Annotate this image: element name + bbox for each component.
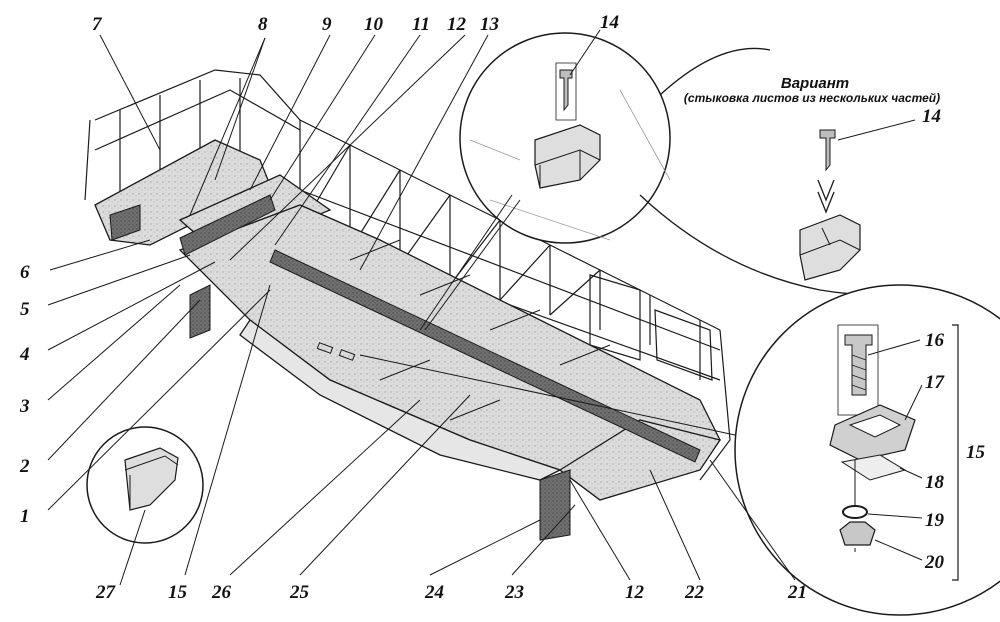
callout-24: 24 bbox=[424, 582, 444, 603]
variant-bolt bbox=[799, 129, 861, 281]
split-block-icon bbox=[799, 214, 861, 281]
callout-23: 23 bbox=[504, 582, 524, 603]
bolt-icon bbox=[819, 129, 836, 172]
nut-icon bbox=[839, 521, 876, 546]
callout-14-detail: 14 bbox=[600, 12, 619, 33]
callout-17: 17 bbox=[925, 372, 946, 393]
center-aisle bbox=[109, 194, 701, 541]
callout-13: 13 bbox=[480, 14, 499, 35]
callout-20: 20 bbox=[924, 552, 945, 573]
floor-block-icon bbox=[534, 124, 601, 189]
callout-12-bottom: 12 bbox=[625, 582, 645, 603]
leader-lines bbox=[47, 29, 923, 586]
callout-11: 11 bbox=[412, 14, 430, 35]
callout-5: 5 bbox=[20, 299, 30, 320]
callout-7: 7 bbox=[92, 14, 103, 35]
variant-title: Вариант bbox=[781, 75, 849, 92]
callout-27: 27 bbox=[95, 582, 117, 603]
callout-15-floor: 15 bbox=[168, 582, 188, 603]
callout-3: 3 bbox=[19, 396, 30, 417]
callout-6: 6 bbox=[20, 262, 30, 283]
front-step-panel bbox=[539, 469, 571, 541]
washer-icon bbox=[842, 505, 868, 519]
callout-15-detail: 15 bbox=[966, 442, 986, 463]
rear-bracket bbox=[189, 284, 211, 339]
callout-22: 22 bbox=[684, 582, 705, 603]
callout-12-top: 12 bbox=[447, 14, 467, 35]
callout-9: 9 bbox=[322, 14, 332, 35]
callout-numbers: 7 8 9 10 11 12 13 14 14 6 5 4 3 2 1 27 1… bbox=[19, 12, 986, 603]
callout-8: 8 bbox=[258, 14, 268, 35]
callout-4: 4 bbox=[19, 344, 30, 365]
variant-subtitle: (стыковка листов из нескольких частей) bbox=[684, 91, 940, 105]
callout-19: 19 bbox=[925, 510, 945, 531]
callout-2: 2 bbox=[19, 456, 30, 477]
callout-25: 25 bbox=[289, 582, 310, 603]
callout-18: 18 bbox=[925, 472, 945, 493]
callout-26: 26 bbox=[211, 582, 232, 603]
callout-16: 16 bbox=[925, 330, 945, 351]
floor-seams bbox=[316, 239, 611, 421]
callout-21: 21 bbox=[787, 582, 807, 603]
arrow-down-icon bbox=[817, 179, 835, 214]
detail-14-circle bbox=[459, 32, 671, 244]
callout-14-variant: 14 bbox=[922, 106, 941, 127]
detail-15-circle bbox=[734, 284, 1000, 616]
callout-10: 10 bbox=[364, 14, 384, 35]
detail-27-circle bbox=[86, 426, 204, 544]
callout-1: 1 bbox=[20, 506, 30, 527]
